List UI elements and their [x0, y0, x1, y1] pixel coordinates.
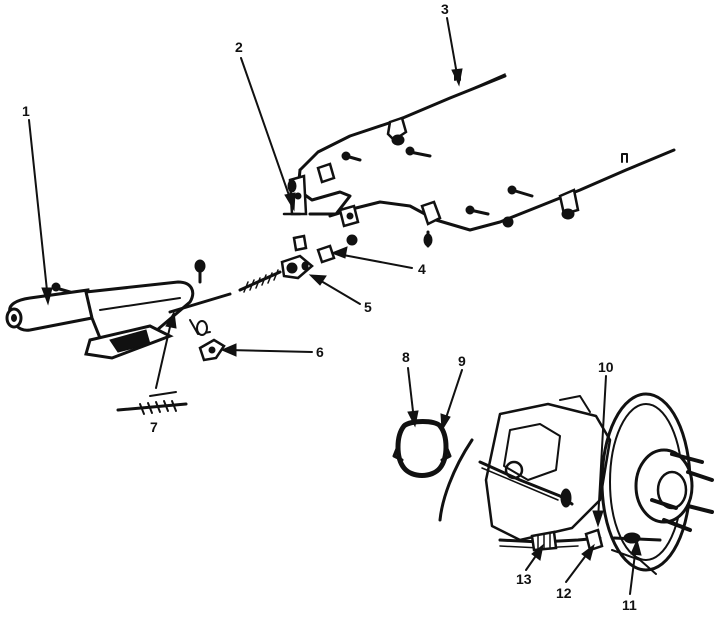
bracket-grommet: [292, 234, 308, 252]
cable-retaining-clip-inset: [392, 419, 452, 478]
parking-brake-lever: [5, 280, 232, 360]
callout-5: 5: [364, 299, 372, 315]
callout-13: 13: [516, 571, 532, 587]
callout-3: 3: [441, 1, 449, 17]
bracket-clip-b: [287, 179, 297, 193]
lever-bracket-bolt: [194, 259, 206, 284]
cable-end-hook-rear: [621, 153, 628, 163]
callout-6: 6: [316, 344, 324, 360]
callout-1: 1: [22, 103, 30, 119]
rear-cable-clip-mid: [420, 200, 442, 226]
leader-lines: [28, 17, 642, 595]
callout-8: 8: [402, 349, 410, 365]
callout-labels: 1 2 3 4 5 6 7 8 9 10 11 12 13: [22, 1, 637, 613]
front-cable-bolt: [405, 146, 432, 158]
callout-7: 7: [150, 419, 158, 435]
front-cable-clip: [386, 116, 408, 146]
callout-4: 4: [418, 261, 426, 277]
rear-cable-bolt-a: [507, 185, 534, 198]
equalizer-assembly: [280, 254, 314, 280]
rear-cable-nut: [502, 216, 514, 228]
front-cable-nut: [341, 151, 362, 162]
equalizer-adjuster-rod: [238, 269, 282, 293]
rear-brake-inset: [438, 392, 714, 575]
callout-10: 10: [598, 359, 614, 375]
rear-cable-bolt-b: [465, 205, 490, 216]
callout-11: 11: [622, 597, 637, 613]
cable-bushing: [316, 244, 336, 264]
bracket-clip-a: [316, 162, 336, 184]
rear-cable-bolt-d: [346, 234, 358, 246]
rear-parking-brake-cable: [328, 148, 676, 232]
callout-9: 9: [458, 353, 466, 369]
rear-cable-clip-right: [558, 188, 580, 220]
cable-return-spring: [116, 391, 188, 415]
callout-2: 2: [235, 39, 243, 55]
cable-retainer-clip: [198, 338, 226, 362]
lever-mount-bolt: [51, 282, 72, 294]
callout-12: 12: [556, 585, 572, 601]
rear-cable-bolt-c: [423, 230, 433, 248]
rear-cable-clip-left: [338, 204, 360, 228]
